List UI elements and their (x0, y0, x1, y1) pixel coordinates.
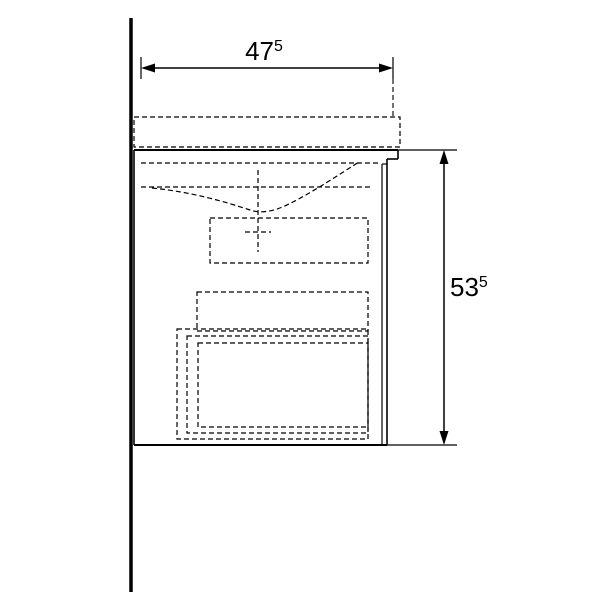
arrow-left-icon (141, 63, 155, 73)
width-dimension: 475 (140, 36, 394, 117)
arrow-up-icon (439, 150, 449, 164)
washbasin-section-hidden-lines (141, 161, 378, 264)
lower-drawer-outline-inner (197, 342, 369, 428)
height-superscript: 5 (479, 274, 488, 291)
arrow-down-icon (439, 431, 449, 445)
lower-drawer-outline-middle (186, 335, 369, 434)
height-dimension-label: 535 (450, 272, 488, 302)
height-value: 53 (450, 272, 479, 302)
upper-drawer-box-outline (196, 291, 369, 332)
arrow-right-icon (379, 63, 393, 73)
width-value: 47 (245, 36, 274, 66)
height-dimension: 535 (387, 149, 488, 446)
washbasin-plan-dashed-outline (133, 116, 401, 148)
width-superscript: 5 (274, 38, 283, 55)
lower-drawer-outline-outer (176, 328, 369, 440)
width-dimension-label: 475 (245, 36, 283, 66)
basin-bowl-profile-curve (151, 161, 360, 213)
siphon-dashed-outline (209, 217, 369, 264)
cabinet-outline (133, 149, 399, 446)
drawer-hidden-lines (176, 291, 369, 440)
